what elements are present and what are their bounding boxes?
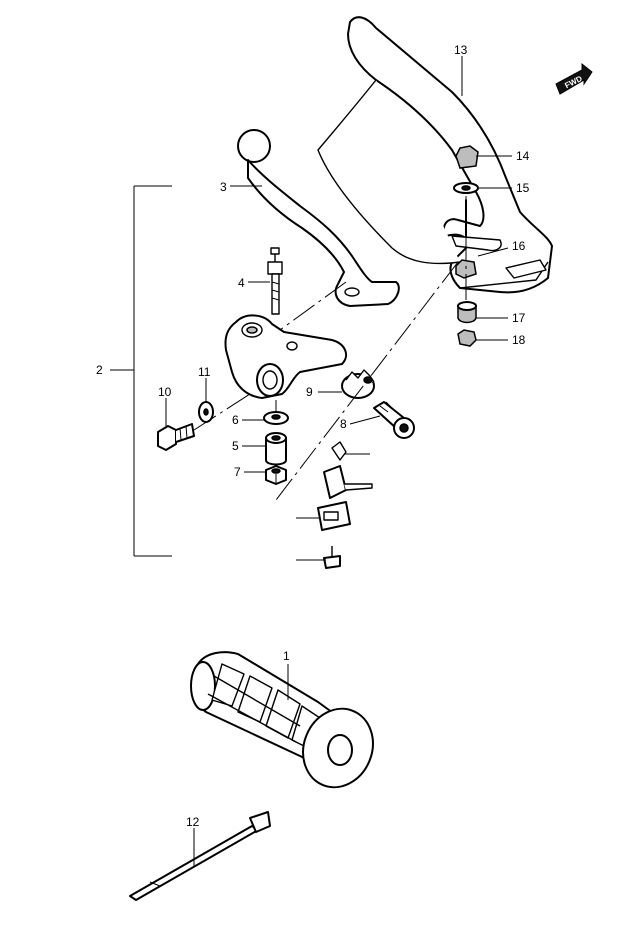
callout-8: 8 xyxy=(340,417,347,431)
callout-13: 13 xyxy=(454,43,468,57)
washer xyxy=(263,411,289,425)
leader-lines xyxy=(165,56,512,866)
callout-11: 11 xyxy=(198,365,211,379)
center-lines xyxy=(193,196,467,501)
hand-grip xyxy=(190,651,374,789)
callout-labels: 1 2 3 4 5 6 7 8 9 10 11 12 13 14 15 16 1… xyxy=(96,43,530,829)
guard-collar-nut xyxy=(457,301,477,324)
bushing xyxy=(265,432,287,466)
callout-16: 16 xyxy=(512,239,526,253)
callout-3: 3 xyxy=(220,180,227,194)
clutch-switch xyxy=(317,441,373,569)
callout-12: 12 xyxy=(186,815,200,829)
clutch-lever xyxy=(237,129,400,307)
callout-10: 10 xyxy=(158,385,172,399)
cable-adjuster xyxy=(341,369,375,399)
clamp-bolt xyxy=(157,423,195,451)
callout-7: 7 xyxy=(234,465,241,479)
callout-17: 17 xyxy=(512,311,526,325)
guard-nut xyxy=(457,329,477,347)
lever-holder xyxy=(224,314,348,399)
pivot-bolt xyxy=(267,247,283,315)
callout-18: 18 xyxy=(512,333,526,347)
callout-2: 2 xyxy=(96,363,103,377)
hand-guard xyxy=(317,16,553,294)
cable-tie xyxy=(129,811,271,901)
callout-9: 9 xyxy=(306,385,313,399)
callout-1: 1 xyxy=(283,649,290,663)
callout-6: 6 xyxy=(232,413,239,427)
adjuster-bolt xyxy=(373,401,415,439)
callout-15: 15 xyxy=(516,181,530,195)
fwd-arrow-icon: FWD xyxy=(555,62,593,95)
callout-14: 14 xyxy=(516,149,530,163)
lever-nut xyxy=(265,465,287,485)
guard-washer xyxy=(453,182,479,194)
callout-5: 5 xyxy=(232,439,239,453)
guard-cap-nut xyxy=(455,145,479,169)
assembly-bracket xyxy=(110,185,172,557)
callout-4: 4 xyxy=(238,276,245,290)
